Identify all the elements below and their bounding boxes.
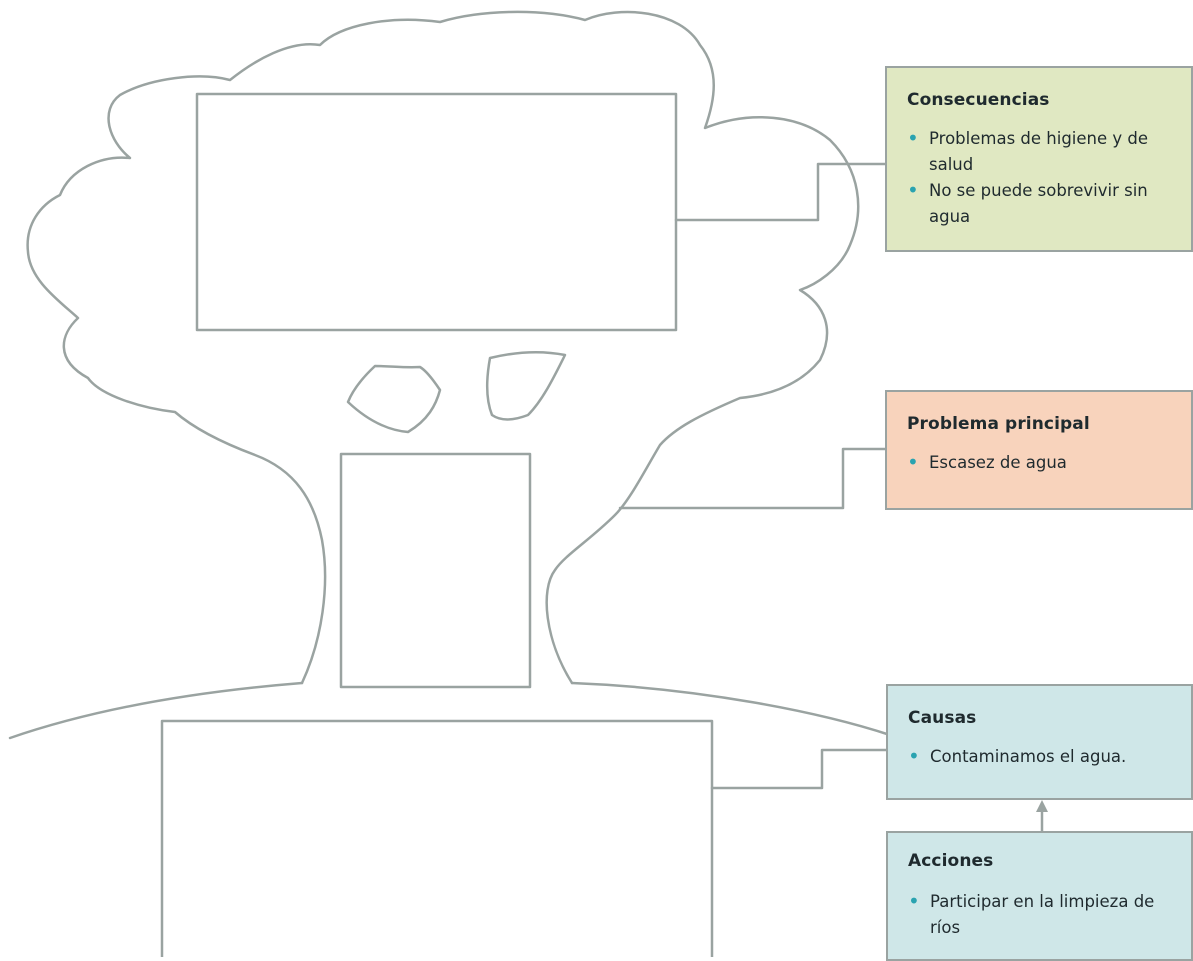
consecuencias-item: No se puede sobrevivir sin agua xyxy=(907,177,1181,230)
problema-principal-list: Escasez de agua xyxy=(907,449,1181,476)
tree-outline xyxy=(26,10,860,685)
causas-item: Contaminamos el agua. xyxy=(908,743,1181,770)
causas-list: Contaminamos el agua. xyxy=(908,743,1181,770)
acciones-item: Participar en la limpieza de ríos xyxy=(908,888,1181,941)
consequences-blank-box xyxy=(195,92,678,332)
consecuencias-panel: Consecuencias Problemas de higiene y de … xyxy=(885,66,1193,252)
causas-title: Causas xyxy=(908,708,977,728)
ground-line xyxy=(8,681,892,740)
causes-blank-box xyxy=(160,719,714,957)
problema-principal-item: Escasez de agua xyxy=(907,449,1181,476)
consecuencias-title: Consecuencias xyxy=(907,90,1050,110)
acciones-title: Acciones xyxy=(908,851,994,871)
arrow-head xyxy=(1036,800,1048,812)
acciones-panel: Acciones Participar en la limpieza de rí… xyxy=(886,831,1193,961)
problema-principal-panel: Problema principal Escasez de agua xyxy=(885,390,1193,510)
crown-hole-left xyxy=(346,364,442,434)
problem-blank-box xyxy=(339,452,532,689)
consecuencias-item: Problemas de higiene y de salud xyxy=(907,125,1181,178)
connector-problema xyxy=(618,447,887,510)
acciones-list: Participar en la limpieza de ríos xyxy=(908,888,1181,941)
consecuencias-list: Problemas de higiene y de salud No se pu… xyxy=(907,125,1181,230)
causas-panel: Causas Contaminamos el agua. xyxy=(886,684,1193,800)
connector-causas xyxy=(710,748,888,790)
connector-consecuencias xyxy=(674,162,887,222)
crown-hole-right xyxy=(486,350,567,421)
problema-principal-title: Problema principal xyxy=(907,414,1090,434)
